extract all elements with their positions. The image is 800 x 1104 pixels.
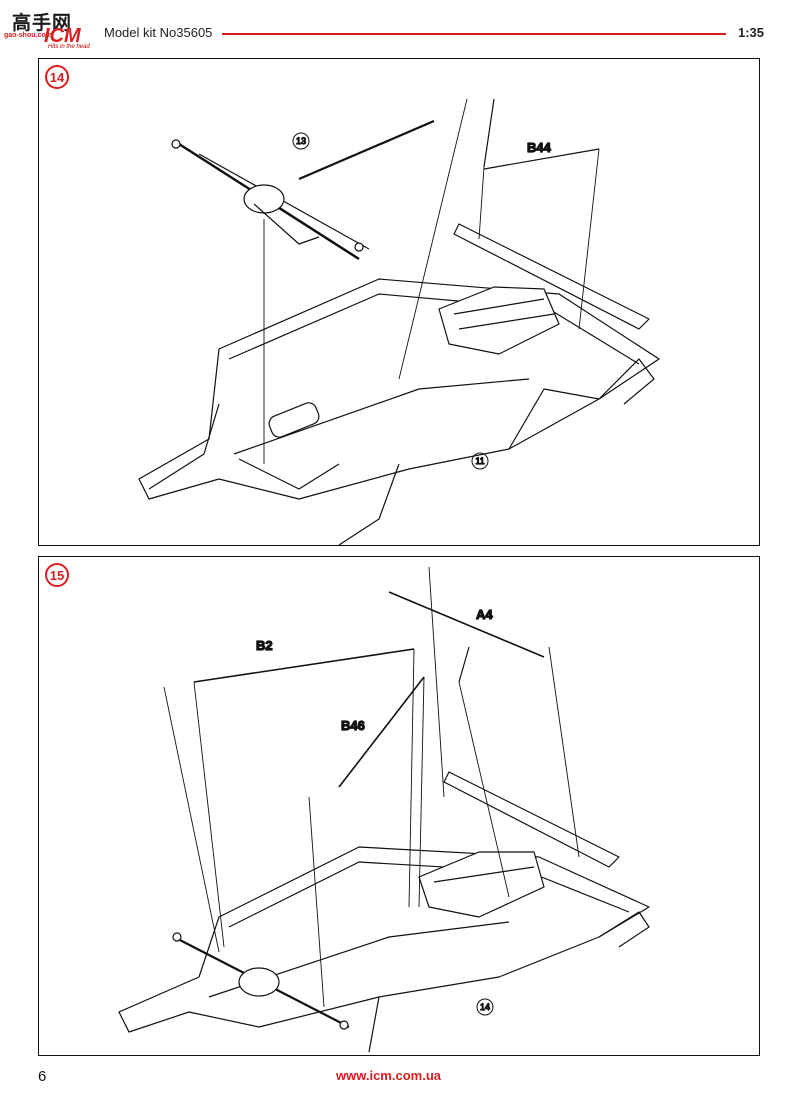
page-header: 高手网 gao-shou.com ICM Hits in the head Mo… [0,0,800,54]
logo-cn-text: 高手网 [12,13,73,34]
part-label-b2: B2 [256,638,273,653]
step-panel-15: A4 B2 B46 14 15 [38,556,760,1056]
logo: 高手网 gao-shou.com ICM Hits in the head [4,6,96,52]
logo-brand: ICM [44,25,81,47]
step-panel-14: B44 13 11 14 [38,58,760,546]
step-number-badge-14: 14 [45,65,69,89]
logo-url: gao-shou.com [4,32,52,39]
part-label-b44: B44 [527,140,552,155]
header-rule [222,33,726,35]
ref-label-13: 13 [296,136,306,146]
page-number: 6 [38,1068,47,1085]
step-15-drawing: A4 B2 B46 14 [118,566,650,1053]
ref-label-11: 11 [475,456,484,466]
header-scale: 1:35 [738,25,765,40]
part-label-b46: B46 [341,718,365,733]
logo-tagline: Hits in the head [48,44,90,50]
ref-label-14: 14 [480,1002,490,1012]
header-title: Model kit No35605 [104,25,213,40]
step-14-drawing: B44 13 11 [138,98,660,546]
step-number-badge-15: 15 [45,563,69,587]
footer-url-link[interactable]: www.icm.com.ua [336,1068,441,1083]
part-label-a4: A4 [476,607,493,622]
